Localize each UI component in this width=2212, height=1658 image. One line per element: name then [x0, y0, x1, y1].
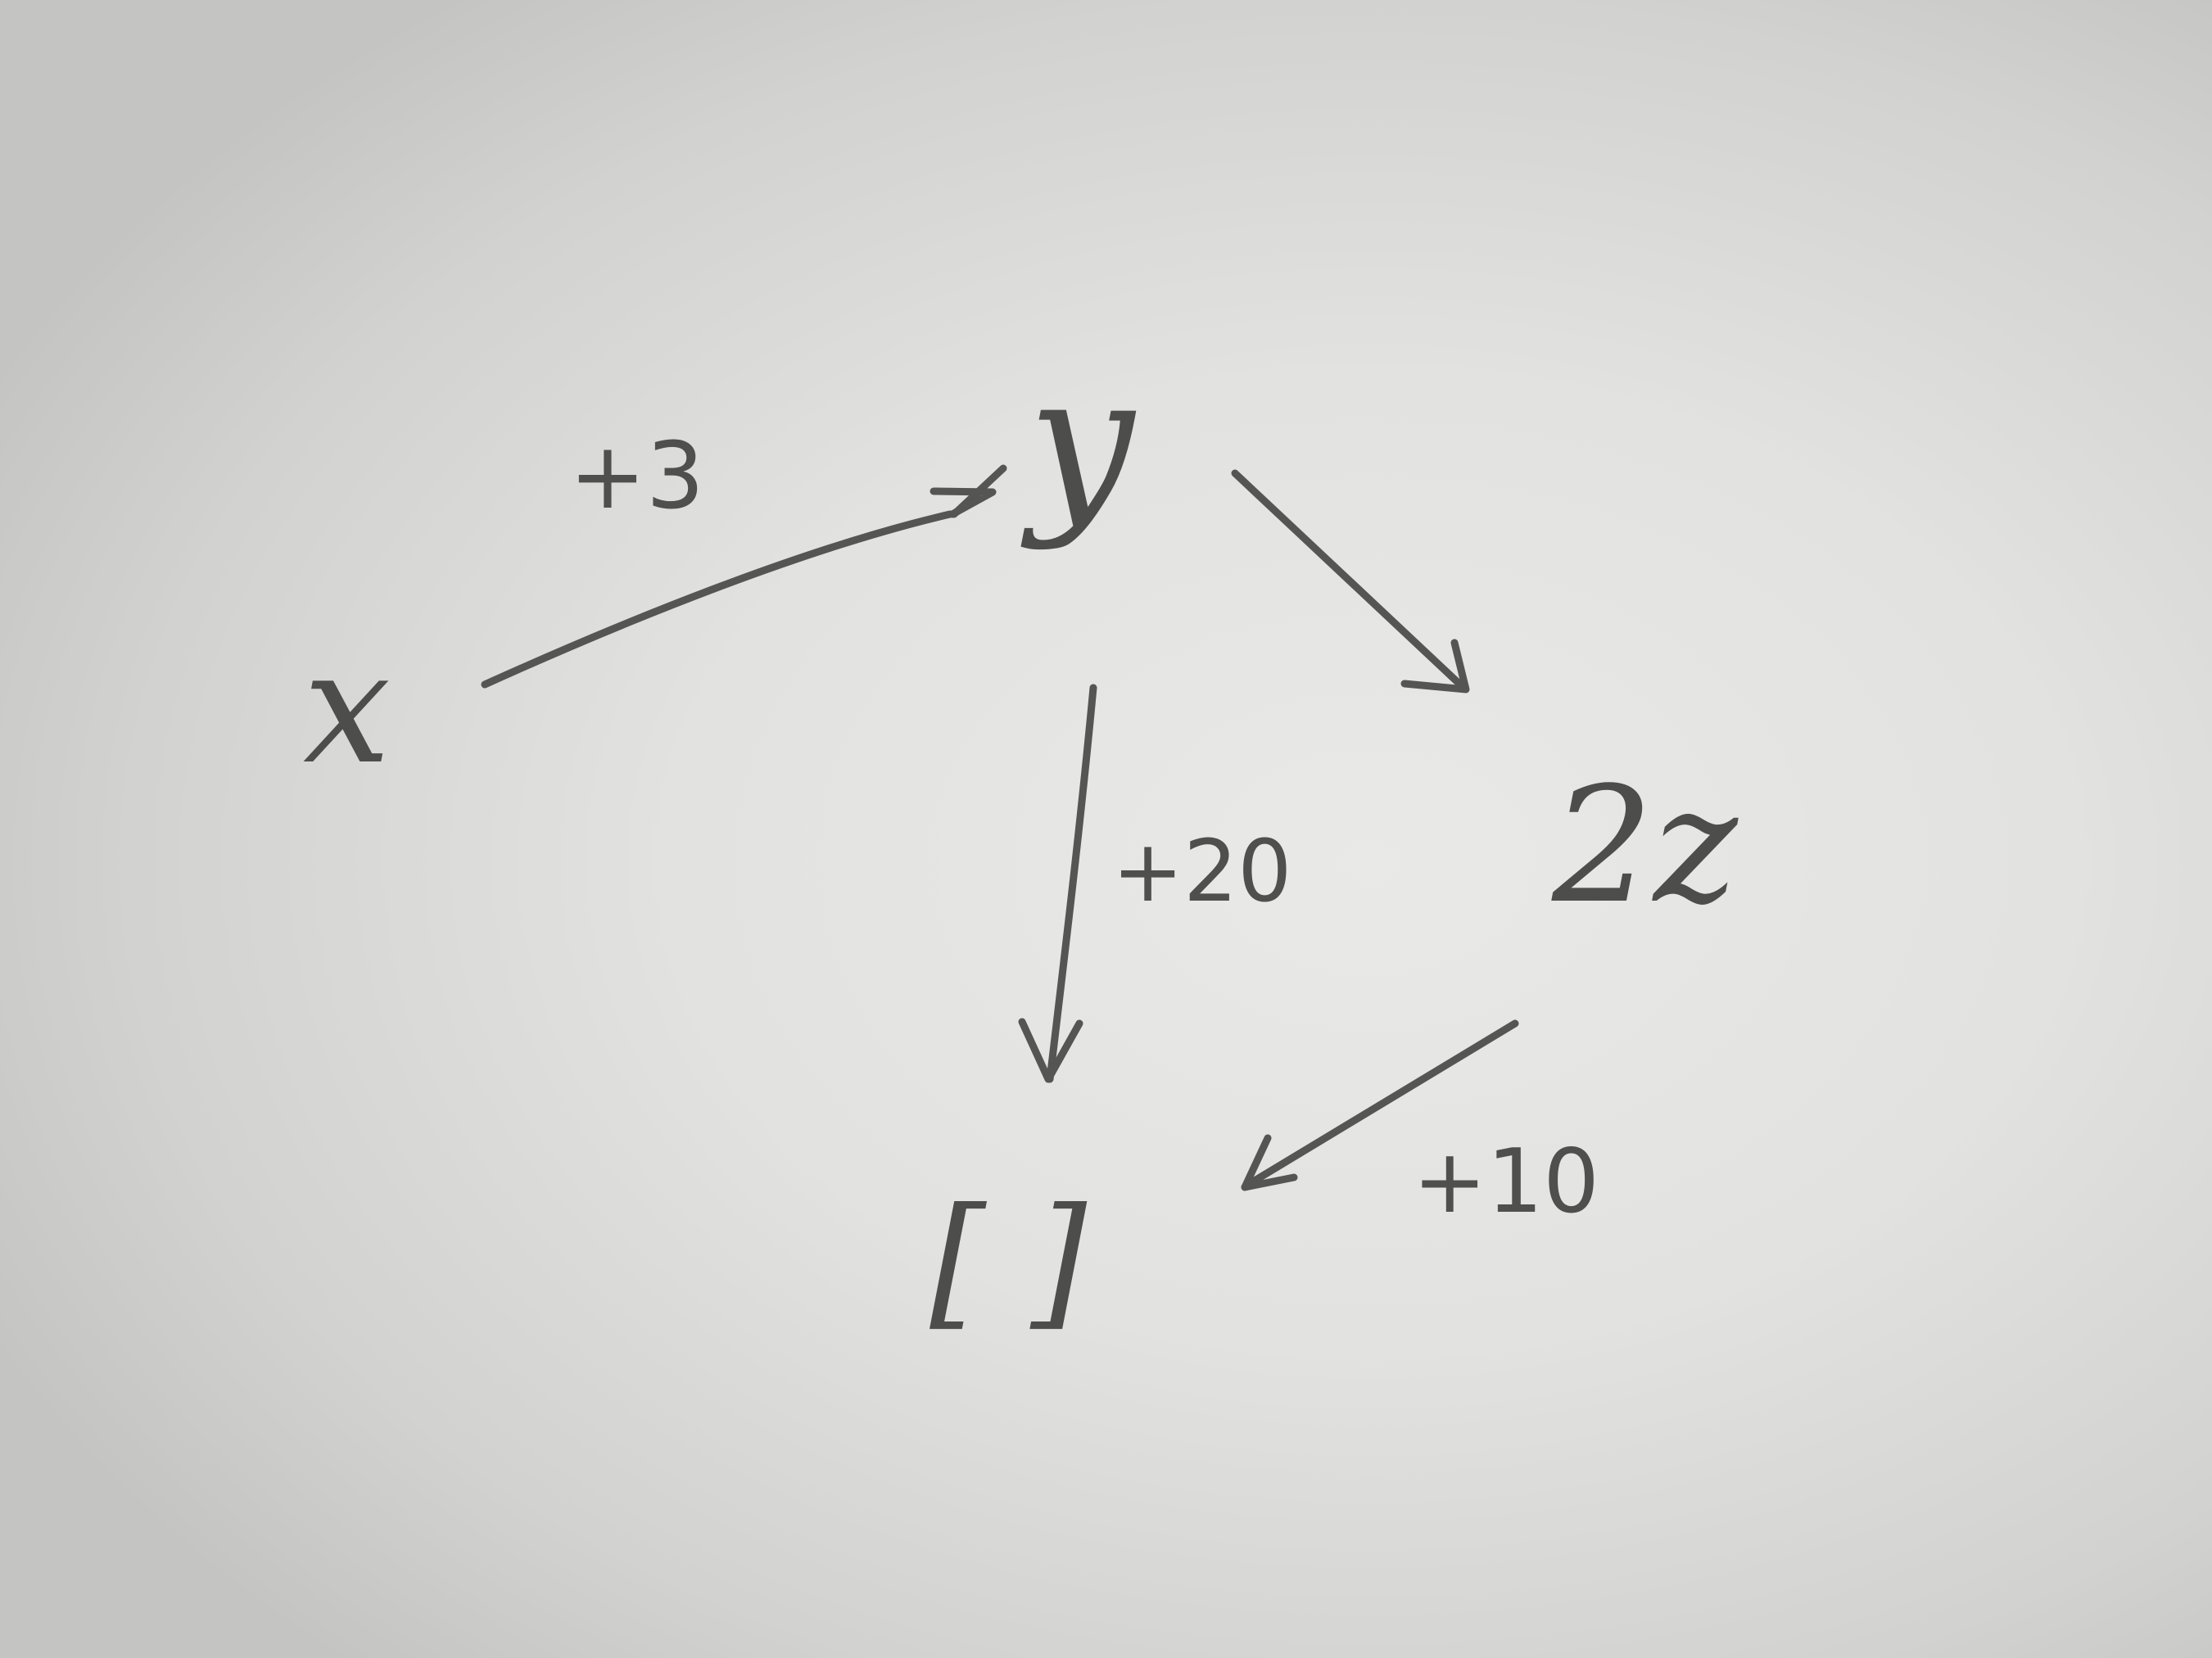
- edge-y-2z-line: [1231, 469, 1466, 690]
- edge-y-list-label: +20: [1112, 821, 1291, 921]
- node-2z-label: 2z: [1551, 752, 1739, 938]
- edge-2z-list-arrowhead-lower: [1241, 1173, 1298, 1191]
- edge-x-y-label: +3: [569, 423, 704, 530]
- edge-x-y-arrowhead-lower: [930, 487, 997, 518]
- node-x: x: [303, 617, 391, 798]
- edge-y-list-line: [1046, 684, 1097, 1083]
- edge-y-list-arrowhead: [1018, 1018, 1083, 1083]
- node-list-label: [ ]: [930, 1178, 1088, 1344]
- node-y: y: [1020, 334, 1137, 553]
- edge-2z-list-line: [1242, 1019, 1519, 1190]
- edge-x-y-line: [481, 510, 954, 689]
- node-2z: 2z: [1551, 752, 1739, 938]
- edge-y-2z-arrowhead: [1400, 639, 1470, 693]
- edge-2z-list-label: +10: [1413, 1131, 1599, 1233]
- edge-2z-list-arrowhead-upper: [1241, 1134, 1272, 1191]
- edge-y-to-2z: [1231, 469, 1470, 693]
- edge-2z-to-list: +10: [1241, 1019, 1599, 1233]
- edge-x-to-y: +3: [481, 423, 1007, 689]
- node-y-label: y: [1020, 334, 1137, 553]
- node-list: [ ]: [930, 1178, 1088, 1344]
- node-x-label: x: [303, 617, 391, 798]
- edge-y-to-list: +20: [1018, 684, 1291, 1083]
